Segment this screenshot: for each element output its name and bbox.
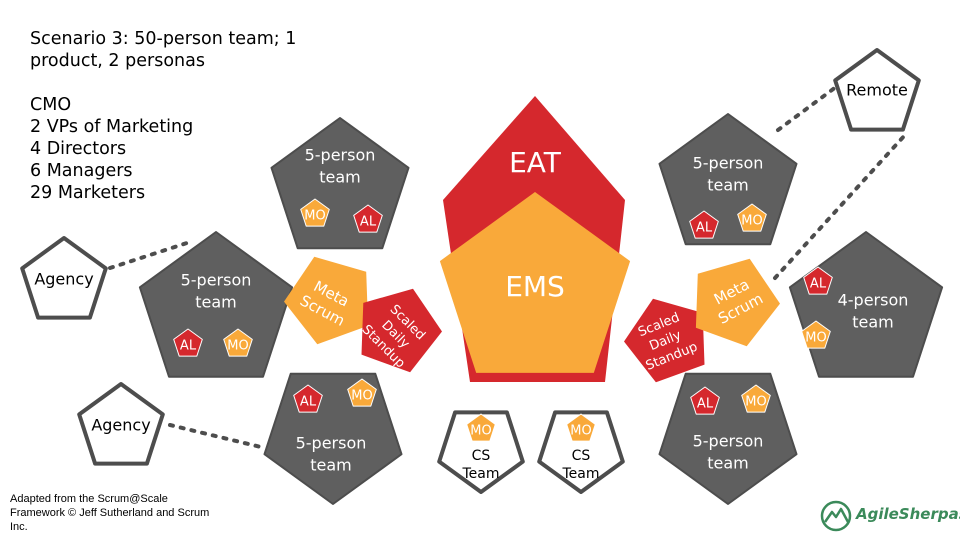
al-badge-label: AL: [300, 395, 317, 410]
scaled-daily-standup-left: [361, 288, 442, 373]
al-role-badge: [803, 266, 833, 295]
ems-shape: [439, 192, 631, 373]
scenario-heading: Scenario 3: 50-person team; 1 product, 2…: [30, 29, 297, 71]
mo-role-badge: [466, 413, 496, 442]
scaled-daily-standup-right: [624, 298, 705, 383]
role-item: 29 Marketers: [30, 183, 146, 203]
mo-badge-label: MO: [304, 209, 325, 224]
al-badge-label: AL: [360, 215, 377, 230]
mo-role-badge: [566, 413, 596, 442]
team-mid-right: [788, 231, 944, 378]
mo-badge-label: MO: [745, 395, 766, 410]
eat-label: EAT: [509, 146, 562, 179]
al-badge-label: AL: [810, 277, 827, 292]
al-role-badge: [690, 386, 720, 415]
connector-remote-lower: [773, 133, 907, 280]
connector-agency-bottom: [168, 423, 267, 450]
mo-role-badge: [347, 378, 377, 407]
role-item: CMO: [30, 95, 72, 115]
al-role-badge: [293, 384, 323, 413]
al-badge-label: AL: [696, 221, 713, 236]
mo-role-badge: [737, 203, 767, 232]
mo-badge-label: MO: [570, 424, 591, 439]
al-role-badge: [689, 210, 719, 239]
mo-badge-label: MO: [351, 389, 372, 404]
connector-remote-upper: [776, 82, 842, 132]
mo-badge-label: MO: [805, 331, 826, 346]
al-badge-label: AL: [697, 397, 714, 412]
brand-name: AgileSherpas: [856, 505, 960, 523]
agency-top-label: Agency: [34, 270, 93, 289]
roles-list: CMO 2 VPs of Marketing 4 Directors 6 Man…: [30, 94, 270, 204]
mo-badge-label: MO: [470, 424, 491, 439]
remote-partner: [833, 48, 921, 132]
mo-role-badge: [801, 320, 831, 349]
al-role-badge: [353, 204, 383, 233]
mo-role-badge: [223, 328, 253, 357]
mo-badge-label: MO: [227, 339, 248, 354]
role-item: 6 Managers: [30, 161, 133, 181]
al-badge-label: AL: [180, 339, 197, 354]
agilesherpas-logo: AgileSherpas: [820, 500, 960, 532]
agency-bottom-label: Agency: [91, 416, 150, 435]
role-item: 2 VPs of Marketing: [30, 117, 194, 137]
agency-top: [20, 236, 108, 320]
al-role-badge: [173, 328, 203, 357]
mo-role-badge: [741, 384, 771, 413]
meta-scrum-right: [695, 258, 780, 347]
cs-team-2: [537, 410, 625, 494]
mo-role-badge: [300, 198, 330, 227]
mountain-logo-icon: [820, 500, 852, 532]
connector-agency-top: [108, 240, 192, 270]
role-item: 4 Directors: [30, 139, 127, 159]
mo-badge-label: MO: [741, 214, 762, 229]
ems-label: EMS: [505, 270, 565, 303]
attribution-note: Adapted from the Scrum@Scale Framework ©…: [10, 493, 210, 533]
meta-scrum-left: [284, 256, 369, 345]
remote-partner-label: Remote: [846, 81, 908, 100]
agency-bottom: [77, 382, 165, 466]
cs-team-1: [437, 410, 525, 494]
